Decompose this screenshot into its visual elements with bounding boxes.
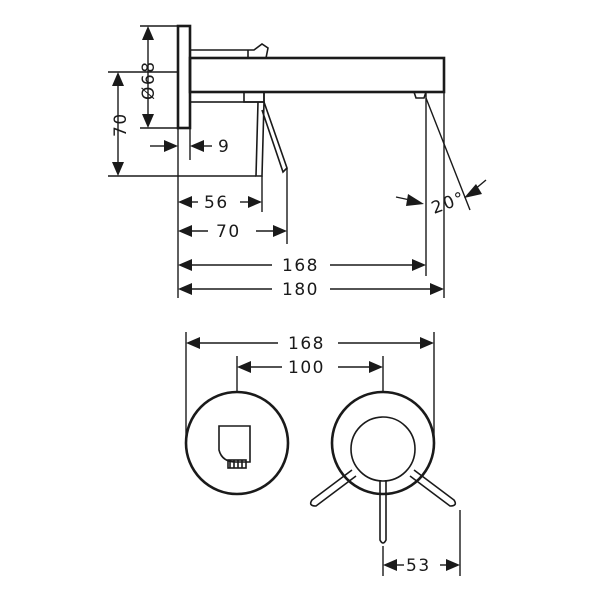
mixer-rosette — [330, 390, 436, 496]
spout-outlet — [218, 425, 251, 463]
lever-center — [379, 480, 387, 544]
mixer-knob — [350, 416, 416, 482]
spout-outer-dimension-label: 180 — [282, 280, 319, 300]
diameter-dimension-label: Ø68 — [139, 60, 159, 100]
offset-dimension-label: 9 — [218, 137, 230, 157]
lever-tip-dimension-label: 70 — [216, 222, 241, 242]
lever-dimension-label: 56 — [204, 193, 229, 213]
spout-body — [188, 56, 446, 94]
center-distance-dimension-label: 100 — [288, 358, 325, 378]
spout-inner-dimension-label: 168 — [282, 256, 319, 276]
aerator — [413, 91, 427, 99]
lever-handle — [255, 101, 265, 177]
side-view: Ø68 70 9 20° 56 70 — [108, 24, 487, 300]
wall-plate — [176, 24, 192, 130]
front-view: 168 100 53 — [184, 332, 461, 576]
lever-left — [309, 469, 357, 507]
spout-neck — [190, 43, 269, 59]
height-dimension-label: 70 — [111, 112, 131, 137]
lever-reach-dimension-label: 53 — [406, 556, 431, 576]
lever-right — [409, 469, 457, 507]
angle-dimension-label: 20° — [429, 188, 468, 219]
spout-rosette — [184, 390, 290, 496]
front-width-dimension-label: 168 — [288, 334, 325, 354]
mixer-block — [189, 91, 265, 103]
